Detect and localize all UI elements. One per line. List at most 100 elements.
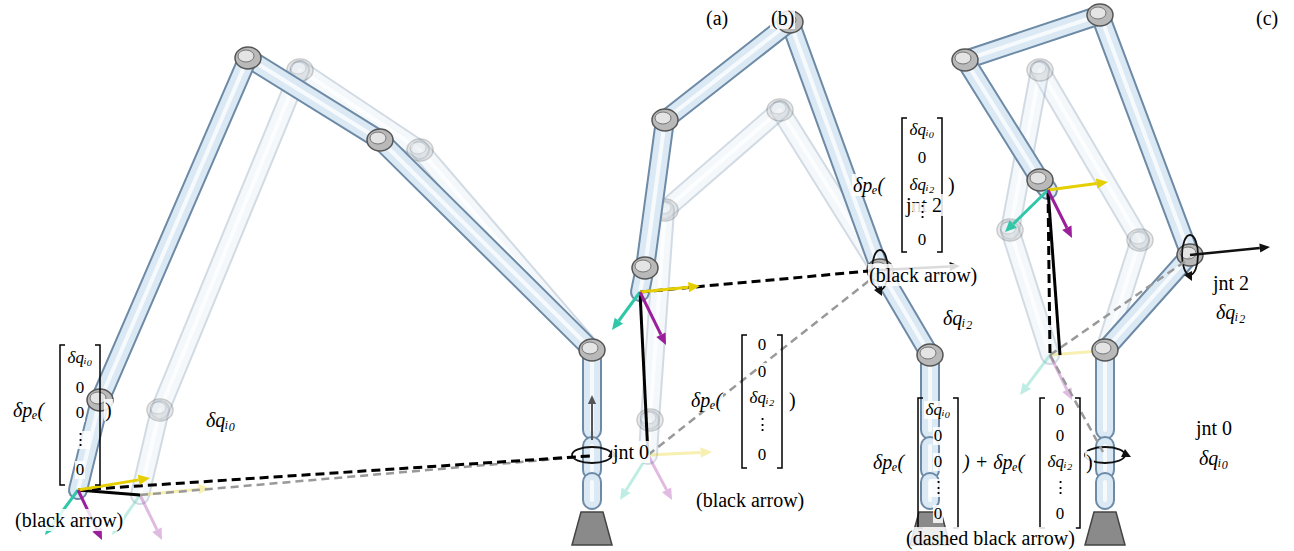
matrix-bracket: [1075, 398, 1080, 528]
frame-axis: [1048, 190, 1072, 238]
arm-link: [248, 58, 380, 140]
frame-axis: [140, 495, 162, 540]
function-label: ): [947, 174, 956, 196]
matrix-entry: 0: [75, 461, 86, 480]
arm-link: [592, 482, 593, 500]
joint-increment: δqᵢ₀: [205, 409, 236, 431]
matrix-entry: 0: [1055, 401, 1066, 420]
matrix-entry: 0: [933, 453, 944, 472]
arm-link: [100, 58, 248, 400]
arm-link: [1105, 350, 1106, 430]
matrix-bracket: [953, 398, 958, 528]
arm-link: [790, 22, 880, 270]
matrix-bracket: [95, 345, 100, 485]
dashed-radius: [78, 456, 590, 490]
matrix-entry: 0: [757, 446, 768, 465]
arm-link: [965, 60, 1040, 180]
frame-axis: [640, 282, 700, 292]
joint-name: jnt 0: [612, 441, 650, 463]
joint-cylinder: [1027, 169, 1053, 191]
arm-link: [930, 446, 931, 470]
arm-link: [1105, 255, 1190, 350]
dashed-radius: [140, 456, 590, 495]
function-label: ): [1085, 451, 1094, 473]
matrix-entry: 0: [757, 363, 768, 382]
rotation-symbol: [572, 447, 612, 463]
arm-link: [665, 22, 790, 120]
matrix-bracket: [60, 345, 65, 485]
base-pedestal: [1085, 512, 1125, 545]
matrix-entry: δqᵢ₂: [1046, 453, 1073, 472]
panel-letter: (a): [705, 7, 729, 29]
matrix-entry: 0: [917, 149, 928, 168]
matrix-entry: 0: [917, 231, 928, 250]
joint-cylinder: [1092, 339, 1118, 361]
joint-cylinder: [767, 99, 793, 121]
matrix-entry: ⋮: [1051, 479, 1070, 498]
matrix-entry: ⋮: [753, 416, 772, 435]
joint-cylinder: [652, 109, 678, 131]
joint-increment: δqᵢ₂: [1215, 301, 1246, 323]
matrix-entry: δqᵢ₀: [924, 401, 951, 420]
joint-name: jnt 0: [1195, 417, 1233, 439]
arm-link: [1010, 230, 1050, 355]
joint-increment: δqᵢ₂: [942, 307, 973, 329]
joint-name: jnt 2: [1212, 272, 1250, 294]
joint-cylinder: [367, 129, 393, 151]
axis-arrow: [588, 395, 596, 440]
function-label: ): [788, 389, 797, 411]
function-label: ) + δpₑ(: [962, 451, 1025, 473]
joint-cylinder: [632, 257, 658, 279]
joint-cylinder: [235, 47, 261, 69]
matrix-entry: δqᵢ₂: [908, 176, 935, 195]
matrix-bracket: [742, 335, 747, 468]
joint-cylinder: [952, 49, 978, 71]
caption-note: (black arrow): [868, 264, 978, 286]
displacement-line: [1048, 190, 1060, 355]
caption-note: (black arrow): [14, 509, 124, 531]
matrix-bracket: [777, 335, 782, 468]
matrix-entry: δqᵢ₀: [66, 349, 93, 368]
frame-axis: [1005, 190, 1048, 232]
displacement-line: [78, 490, 140, 495]
panel-letter: (c): [1255, 7, 1279, 29]
frame-axis: [1048, 178, 1108, 190]
arm-link: [592, 446, 593, 470]
function-label: δpₑ(: [872, 451, 905, 473]
matrix-entry: ⋮: [929, 479, 948, 498]
joint-cylinder: [1087, 4, 1113, 26]
function-label: ): [104, 399, 113, 421]
matrix-entry: 0: [1055, 427, 1066, 446]
arm-link: [380, 140, 592, 350]
function-label: δpₑ(: [690, 389, 723, 411]
joint-cylinder: [579, 339, 605, 361]
caption-note: (dashed black arrow): [905, 527, 1076, 549]
frame-axis: [78, 475, 150, 490]
dashed-radius: [640, 270, 880, 292]
matrix-entry: 0: [933, 427, 944, 446]
function-label: δpₑ(: [12, 399, 45, 421]
joint-cylinder: [1027, 59, 1053, 81]
displacement-line: [640, 292, 648, 455]
matrix-entry: δqᵢ₀: [908, 121, 935, 140]
frame-axis: [648, 447, 712, 457]
joint-cylinder: [1127, 229, 1153, 251]
matrix-entry: 0: [757, 336, 768, 355]
joint-increment: δqᵢ₀: [1198, 447, 1229, 469]
matrix-entry: 0: [75, 404, 86, 423]
arm-link: [665, 110, 780, 210]
matrix-bracket: [1040, 398, 1045, 528]
arm-link: [1105, 446, 1106, 470]
matrix-entry: ⋮: [71, 431, 90, 450]
caption-note: (black arrow): [695, 489, 805, 511]
matrix-entry: δqᵢ₂: [748, 389, 775, 408]
arm-link: [1100, 15, 1190, 255]
dashed-radius: [1050, 355, 1103, 452]
joint-cylinder: [997, 219, 1023, 241]
dashed-radius: [648, 272, 880, 455]
arm-link: [1105, 482, 1106, 500]
frame-axis: [648, 455, 672, 500]
joint-cylinder: [147, 399, 173, 421]
matrix-bracket: [918, 398, 923, 528]
